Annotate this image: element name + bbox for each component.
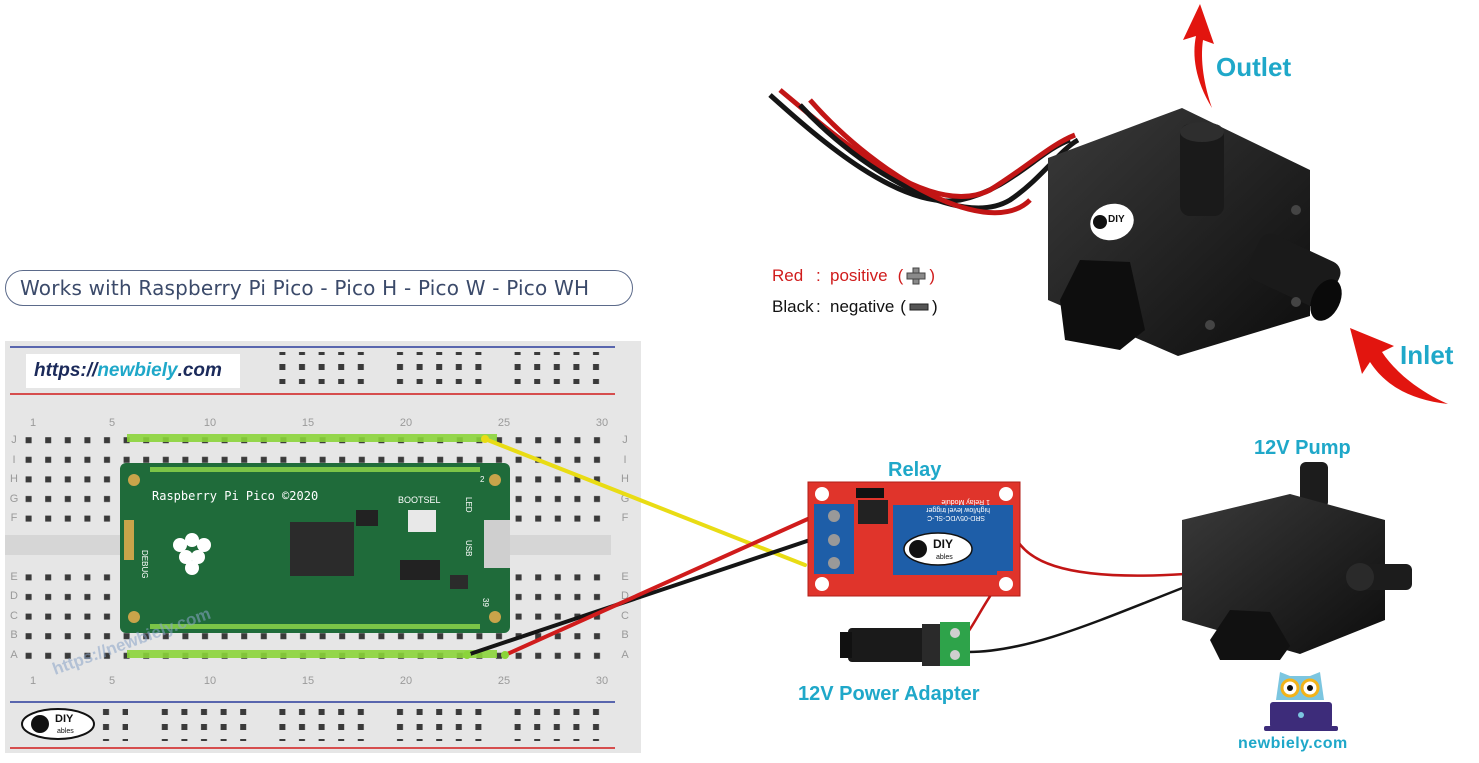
legend-red: Red : positive ( ): [772, 266, 935, 286]
legend-red-label: Red: [772, 266, 804, 285]
col-num-25: 25: [498, 417, 510, 429]
diyables-logo-icon: [21, 708, 95, 740]
col-num-5-bottom: 5: [109, 675, 115, 687]
col-num-15: 15: [302, 417, 314, 429]
col-num-1-bottom: 1: [30, 675, 36, 687]
legend-black: Black : negative ( ): [772, 297, 938, 317]
legend-black-label: Black: [772, 297, 814, 316]
url-prefix: https://: [34, 360, 98, 381]
row-letter-f: F: [11, 512, 18, 524]
legend-black-sep: :: [816, 297, 821, 316]
wire-black-adapter-pump: [966, 583, 1192, 654]
row-letter-a: A: [10, 649, 18, 661]
plus-icon: ( ): [897, 266, 935, 285]
row-letter-c: C: [10, 610, 18, 622]
bb-logo-sub: ables: [57, 728, 74, 735]
minus-icon: ( ): [900, 297, 938, 316]
url-brand: newbiely: [97, 360, 178, 381]
credit-site: newbiely.com: [1238, 735, 1348, 752]
inlet-label: Inlet: [1400, 340, 1454, 370]
col-num-25-bottom: 25: [498, 675, 510, 687]
pump-photo: [768, 88, 1342, 356]
col-num-30: 30: [596, 417, 608, 429]
wire-black-pico: [465, 538, 812, 657]
row-letter-d: D: [10, 590, 18, 602]
row-letter-d-right: D: [621, 590, 629, 602]
led-label: LED: [464, 497, 473, 513]
compat-text: Works with Raspberry Pi Pico - Pico H - …: [20, 276, 590, 300]
row-letter-a-right: A: [621, 649, 629, 661]
outlet-arrow-icon: [1183, 4, 1214, 108]
relay-title: Relay: [888, 459, 942, 481]
wire-red-pico: [503, 516, 812, 657]
row-letter-j-right: J: [622, 434, 628, 446]
col-num-1: 1: [30, 417, 36, 429]
row-letter-g-right: G: [621, 493, 630, 505]
relay-logo-text: DIY: [933, 537, 953, 551]
row-letter-b-right: B: [621, 629, 628, 641]
relay-module-text: 1 Relay Module: [941, 498, 990, 505]
power-adapter: [840, 622, 970, 666]
pump-diy-logo-icon: [1090, 203, 1134, 241]
url-suffix: .com: [177, 360, 222, 381]
pump-title: 12V Pump: [1254, 437, 1351, 459]
pico-board: [120, 463, 510, 633]
col-num-20-bottom: 20: [400, 675, 412, 687]
row-letter-i: I: [12, 454, 15, 466]
row-letter-h-right: H: [621, 473, 629, 485]
legend-red-sep: :: [816, 266, 821, 285]
row-letter-e-right: E: [621, 571, 628, 583]
relay-model-text: SRD-05VDC-SL-C: [927, 514, 985, 521]
legend-red-text: positive: [830, 266, 888, 285]
row-letter-c-right: C: [621, 610, 629, 622]
pico-label: Raspberry Pi Pico ©2020: [152, 489, 318, 503]
pump-logo-text: DIY: [1108, 214, 1125, 225]
raspberry-logo-icon: [173, 533, 211, 575]
col-num-5: 5: [109, 417, 115, 429]
row-letter-j: J: [11, 434, 17, 446]
col-num-10-bottom: 10: [204, 675, 216, 687]
row-letter-g: G: [10, 493, 19, 505]
owl-logo-icon: [1264, 672, 1338, 731]
pin2-label: 2: [480, 475, 485, 484]
row-letter-i-right: I: [623, 454, 626, 466]
row-letter-b: B: [10, 629, 17, 641]
legend-black-text: negative: [830, 297, 895, 316]
col-num-15-bottom: 15: [302, 675, 314, 687]
pin39-label: 39: [481, 598, 490, 607]
breadboard-url: https://newbiely.com: [26, 354, 240, 388]
compat-banner: Works with Raspberry Pi Pico - Pico H - …: [5, 270, 633, 306]
wire-red-relay-pump: [1010, 526, 1187, 577]
relay-trigger-text: high/low level trigger: [926, 506, 990, 513]
inlet-arrow-icon: [1350, 328, 1448, 404]
col-num-10: 10: [204, 417, 216, 429]
usb-label: USB: [464, 540, 473, 556]
adapter-title: 12V Power Adapter: [798, 683, 980, 705]
pump-small: [1182, 462, 1412, 660]
outlet-label: Outlet: [1216, 52, 1291, 82]
bootsel-label: BOOTSEL: [398, 495, 441, 505]
row-letter-f-right: F: [622, 512, 629, 524]
row-letter-h: H: [10, 473, 18, 485]
bb-logo-text: DIY: [55, 713, 74, 725]
col-num-20: 20: [400, 417, 412, 429]
row-letter-e: E: [10, 571, 17, 583]
col-num-30-bottom: 30: [596, 675, 608, 687]
relay-diy-logo-icon: [903, 532, 973, 566]
relay-logo-sub: ables: [936, 554, 953, 561]
debug-label: DEBUG: [140, 550, 149, 578]
